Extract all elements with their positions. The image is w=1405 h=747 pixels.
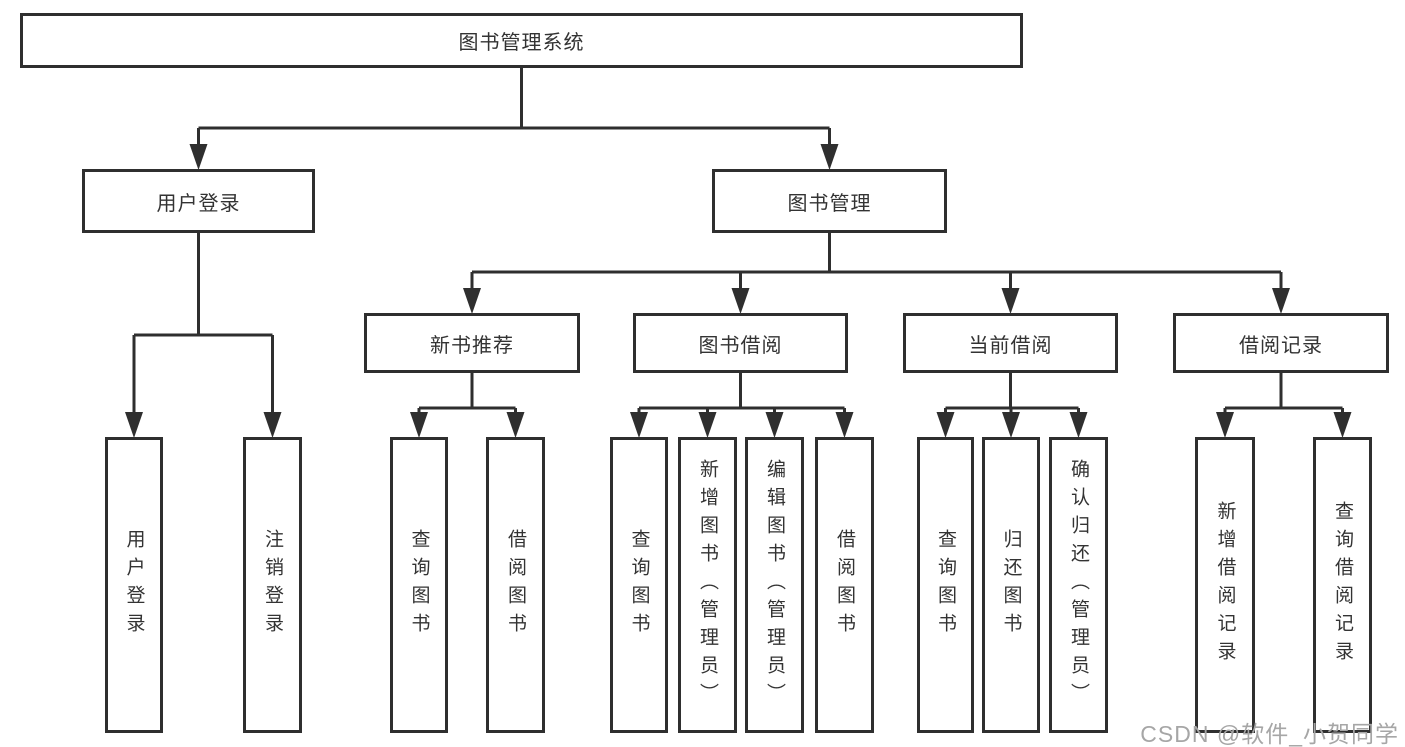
leaf-edit-book-admin: 编辑图书（管理员）	[745, 437, 804, 733]
arrow-icon	[835, 412, 854, 438]
arrow-icon	[263, 412, 282, 438]
leaf-borrow-book-1: 借阅图书	[486, 437, 545, 733]
leaf-query-book-2: 查询图书	[610, 437, 668, 733]
connector-root-to-level2	[197, 68, 831, 147]
connector-newbook-to-leaves	[417, 373, 517, 415]
leaf-logout: 注销登录	[243, 437, 302, 733]
leaf-user-login: 用户登录	[105, 437, 163, 733]
node-label: 查询图书	[408, 529, 430, 641]
arrow-icon	[1069, 412, 1088, 438]
node-label: 归还图书	[1000, 529, 1022, 641]
node-new-book-recommend: 新书推荐	[364, 313, 580, 373]
node-book-management: 图书管理	[712, 169, 947, 233]
arrow-icon	[1001, 288, 1020, 314]
node-label: 当前借阅	[968, 334, 1053, 357]
leaf-add-borrow-record: 新增借阅记录	[1195, 437, 1255, 733]
node-user-login: 用户登录	[82, 169, 315, 233]
node-label: 借阅图书	[834, 529, 855, 641]
arrow-icon	[1002, 412, 1020, 438]
arrow-icon	[189, 144, 208, 170]
node-label: 注销登录	[262, 529, 283, 641]
node-label: 新增借阅记录	[1214, 501, 1236, 669]
arrow-icon	[630, 412, 648, 438]
leaf-query-borrow-record: 查询借阅记录	[1313, 437, 1372, 733]
node-label: 查询借阅记录	[1332, 501, 1353, 669]
node-current-borrow: 当前借阅	[903, 313, 1118, 373]
leaf-query-book-1: 查询图书	[390, 437, 448, 733]
connector-borrowrecord-to-leaves	[1223, 373, 1344, 415]
arrow-icon	[820, 144, 839, 170]
node-label: 新书推荐	[430, 334, 514, 357]
node-label: 图书借阅	[698, 334, 783, 357]
arrow-icon	[1333, 412, 1352, 438]
arrow-icon	[1272, 288, 1290, 314]
node-borrow-record: 借阅记录	[1173, 313, 1389, 373]
connector-currentborrow-to-leaves	[944, 373, 1080, 415]
csdn-watermark: CSDN @软件_小贺同学	[1140, 721, 1399, 747]
arrow-icon	[1216, 412, 1234, 438]
node-label: 用户登录	[156, 192, 241, 215]
arrow-icon	[506, 412, 525, 438]
node-label: 查询图书	[628, 529, 650, 641]
node-label: 借阅图书	[505, 529, 526, 641]
node-label: 确认归还（管理员）	[1068, 459, 1089, 711]
arrow-icon	[463, 288, 481, 314]
leaf-return-book: 归还图书	[982, 437, 1040, 733]
node-label: 图书管理	[787, 192, 872, 215]
arrow-icon	[698, 412, 717, 438]
node-book-borrow: 图书借阅	[633, 313, 848, 373]
arrow-icon	[765, 412, 784, 438]
node-root-system: 图书管理系统	[20, 13, 1023, 68]
arrow-icon	[125, 412, 143, 438]
connector-bookborrow-to-leaves	[637, 373, 846, 415]
arrow-icon	[936, 412, 955, 438]
leaf-confirm-return-admin: 确认归还（管理员）	[1049, 437, 1108, 733]
connector-bookmgmt-to-level3	[470, 233, 1283, 291]
leaf-borrow-book-2: 借阅图书	[815, 437, 874, 733]
node-label: 借阅记录	[1239, 334, 1323, 357]
node-label: 查询图书	[935, 529, 956, 641]
arrow-icon	[731, 288, 750, 314]
arrowheads	[125, 144, 1352, 438]
node-label: 编辑图书（管理员）	[764, 459, 785, 711]
node-label: 新增图书（管理员）	[697, 459, 718, 711]
connector-userlogin-to-leaves	[132, 233, 274, 415]
arrow-icon	[410, 412, 428, 438]
leaf-add-book-admin: 新增图书（管理员）	[678, 437, 737, 733]
node-label: 用户登录	[123, 529, 145, 641]
leaf-query-book-3: 查询图书	[917, 437, 974, 733]
node-label: 图书管理系统	[458, 32, 585, 54]
